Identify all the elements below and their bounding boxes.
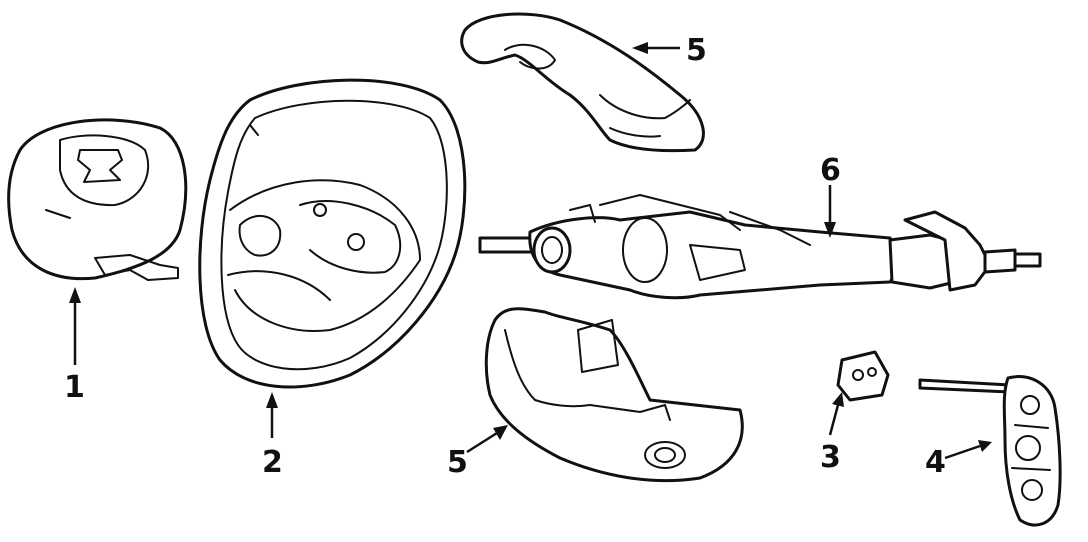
callout-5-upper: 5 [686, 33, 707, 68]
steering-wheel [198, 78, 467, 389]
callout-5-lower: 5 [447, 445, 468, 480]
callout-3: 3 [820, 440, 841, 475]
callout-labels: 1 2 3 4 5 5 6 [64, 33, 946, 480]
callout-1: 1 [64, 370, 85, 405]
callout-4: 4 [925, 445, 946, 480]
callout-2: 2 [262, 445, 283, 480]
air-bag-module [7, 118, 188, 281]
ignition-switch [836, 350, 890, 402]
steering-column-assembly [478, 194, 1042, 300]
lock-cylinder-key [918, 375, 1062, 527]
lower-column-shroud [484, 307, 744, 483]
callout-arrows [69, 42, 992, 460]
callout-6: 6 [820, 153, 841, 188]
upper-column-shroud [460, 12, 705, 153]
